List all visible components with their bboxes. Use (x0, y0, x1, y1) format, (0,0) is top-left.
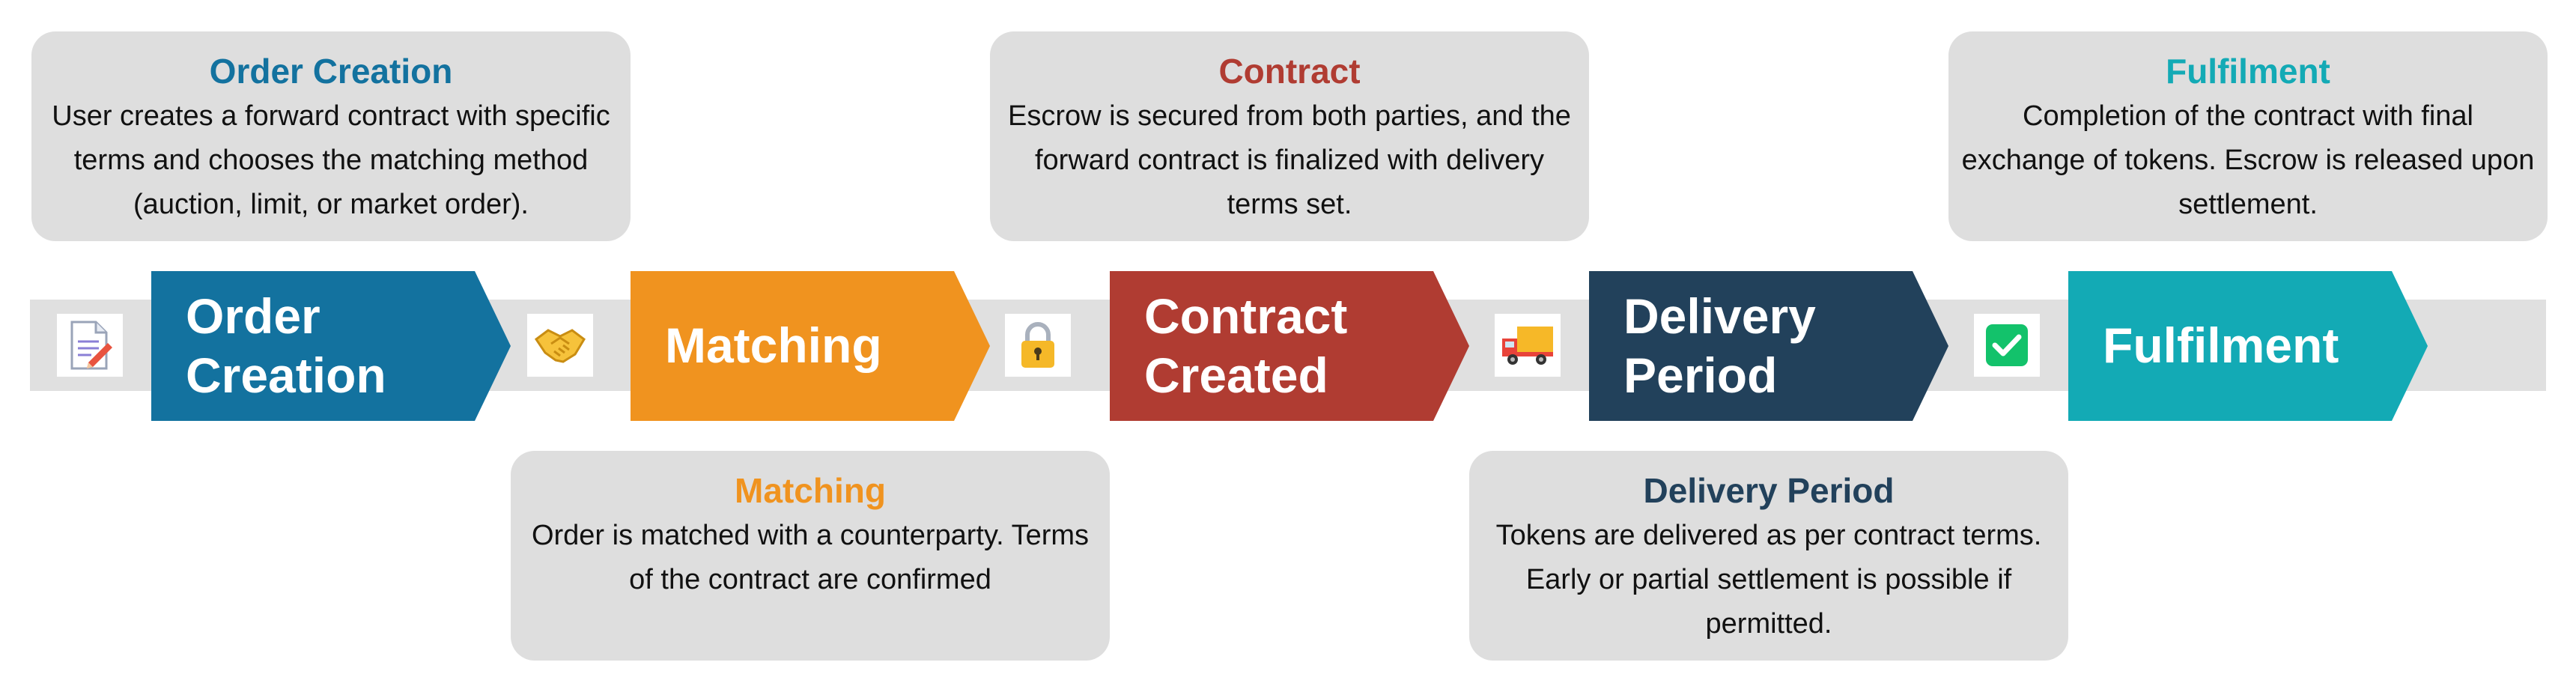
card-delivery-period: Delivery Period Tokens are delivered as … (1469, 451, 2068, 661)
icon-box-fulfilment (1974, 314, 2040, 377)
stage-chevron-delivery-period: Delivery Period (1589, 271, 1948, 421)
card-body: User creates a forward contract with spe… (52, 100, 610, 220)
card-body: Completion of the contract with final ex… (1961, 100, 2535, 220)
checkmark-icon (1986, 324, 2028, 366)
card-title: Delivery Period (1643, 471, 1895, 510)
card-order-creation: Order Creation User creates a forward co… (31, 31, 631, 241)
stage-chevron-contract-created: Contract Created (1110, 271, 1469, 421)
stage-label: Delivery Period (1623, 288, 1816, 403)
card-title: Contract (1218, 52, 1361, 91)
document-pen-icon (70, 321, 112, 370)
stage-chevron-matching: Matching (631, 271, 990, 421)
icon-box-contract (1005, 314, 1071, 377)
stage-label: Contract Created (1144, 288, 1348, 403)
stage-chevron-fulfilment: Fulfilment (2068, 271, 2428, 421)
stage-label: Order Creation (186, 288, 386, 403)
card-fulfilment: Fulfilment Completion of the contract wi… (1948, 31, 2548, 241)
card-matching: Matching Order is matched with a counter… (511, 451, 1110, 661)
card-body: Tokens are delivered as per contract ter… (1495, 520, 2042, 640)
card-contract: Contract Escrow is secured from both par… (990, 31, 1589, 241)
stage-label: Fulfilment (2103, 318, 2339, 374)
stage-label: Matching (665, 318, 882, 374)
stage-chevron-order-creation: Order Creation (151, 271, 511, 421)
icon-box-order (57, 314, 123, 377)
card-body: Order is matched with a counterparty. Te… (531, 520, 1090, 595)
icon-box-delivery (1495, 314, 1561, 377)
card-body: Escrow is secured from both parties, and… (1008, 100, 1571, 220)
icon-box-matching (527, 314, 593, 377)
padlock-icon (1021, 322, 1054, 368)
delivery-truck-icon (1502, 327, 1553, 365)
card-title: Matching (735, 471, 886, 510)
handshake-icon (534, 329, 586, 363)
card-title: Order Creation (209, 52, 453, 91)
card-title: Fulfilment (2166, 52, 2330, 91)
